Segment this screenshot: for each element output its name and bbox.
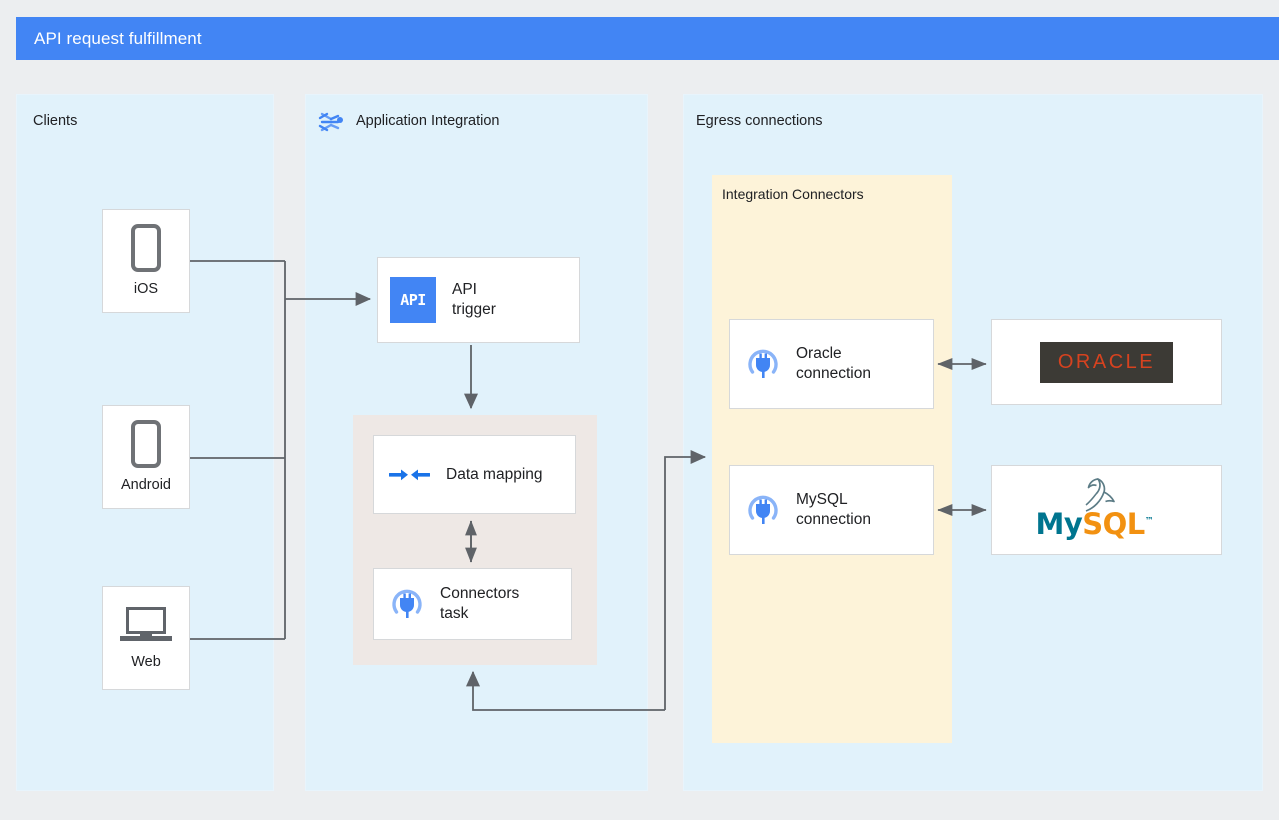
- node-label: Oracle connection: [796, 345, 871, 382]
- phone-icon: [131, 419, 161, 468]
- node-oracle-connection[interactable]: Oracle connection: [729, 319, 934, 409]
- node-label: API trigger: [452, 281, 496, 318]
- page-title: API request fulfillment: [34, 28, 202, 48]
- client-label: iOS: [133, 280, 159, 297]
- connectors-plug-icon: [744, 345, 782, 383]
- node-label: Connectors task: [440, 585, 520, 622]
- api-icon: API: [390, 277, 436, 323]
- client-tile-web[interactable]: Web: [102, 586, 190, 690]
- client-tile-ios[interactable]: iOS: [102, 209, 190, 313]
- node-mysql-logo: MySQL™: [991, 465, 1222, 555]
- mysql-dolphin-icon: [1085, 478, 1115, 512]
- diagram-header: API request fulfillment: [16, 17, 1279, 60]
- mysql-logo: MySQL™: [1032, 477, 1182, 543]
- node-label: MySQL connection: [796, 491, 871, 528]
- node-mysql-connection[interactable]: MySQL connection: [729, 465, 934, 555]
- node-data-mapping[interactable]: Data mapping: [373, 435, 576, 514]
- mysql-wordmark: MySQL™: [1036, 507, 1154, 541]
- panel-egress-title: Egress connections: [696, 113, 823, 129]
- mysql-text-secondary: SQL: [1082, 507, 1145, 541]
- client-tile-android[interactable]: Android: [102, 405, 190, 509]
- mysql-text-primary: My: [1035, 507, 1083, 541]
- phone-icon: [131, 223, 161, 272]
- panel-clients-title: Clients: [33, 113, 78, 129]
- node-api-trigger[interactable]: API API trigger: [377, 257, 580, 343]
- application-integration-icon: [318, 107, 346, 137]
- panel-integration-connectors-title: Integration Connectors: [722, 186, 864, 202]
- node-label: Data mapping: [446, 465, 543, 483]
- client-label: Android: [121, 476, 171, 493]
- connectors-plug-icon: [744, 491, 782, 529]
- data-mapping-icon: [388, 463, 432, 487]
- connectors-plug-icon: [388, 585, 426, 623]
- panel-application-integration-title: Application Integration: [356, 113, 500, 129]
- node-connectors-task[interactable]: Connectors task: [373, 568, 572, 640]
- node-oracle-logo: ORACLE: [991, 319, 1222, 405]
- laptop-icon: [120, 605, 172, 645]
- mysql-trademark: ™: [1144, 516, 1154, 527]
- panel-integration-connectors: [712, 175, 952, 743]
- oracle-logo-text: ORACLE: [1057, 350, 1156, 373]
- client-label: Web: [131, 653, 161, 670]
- api-icon-text: API: [400, 291, 426, 309]
- oracle-logo: ORACLE: [1039, 341, 1174, 383]
